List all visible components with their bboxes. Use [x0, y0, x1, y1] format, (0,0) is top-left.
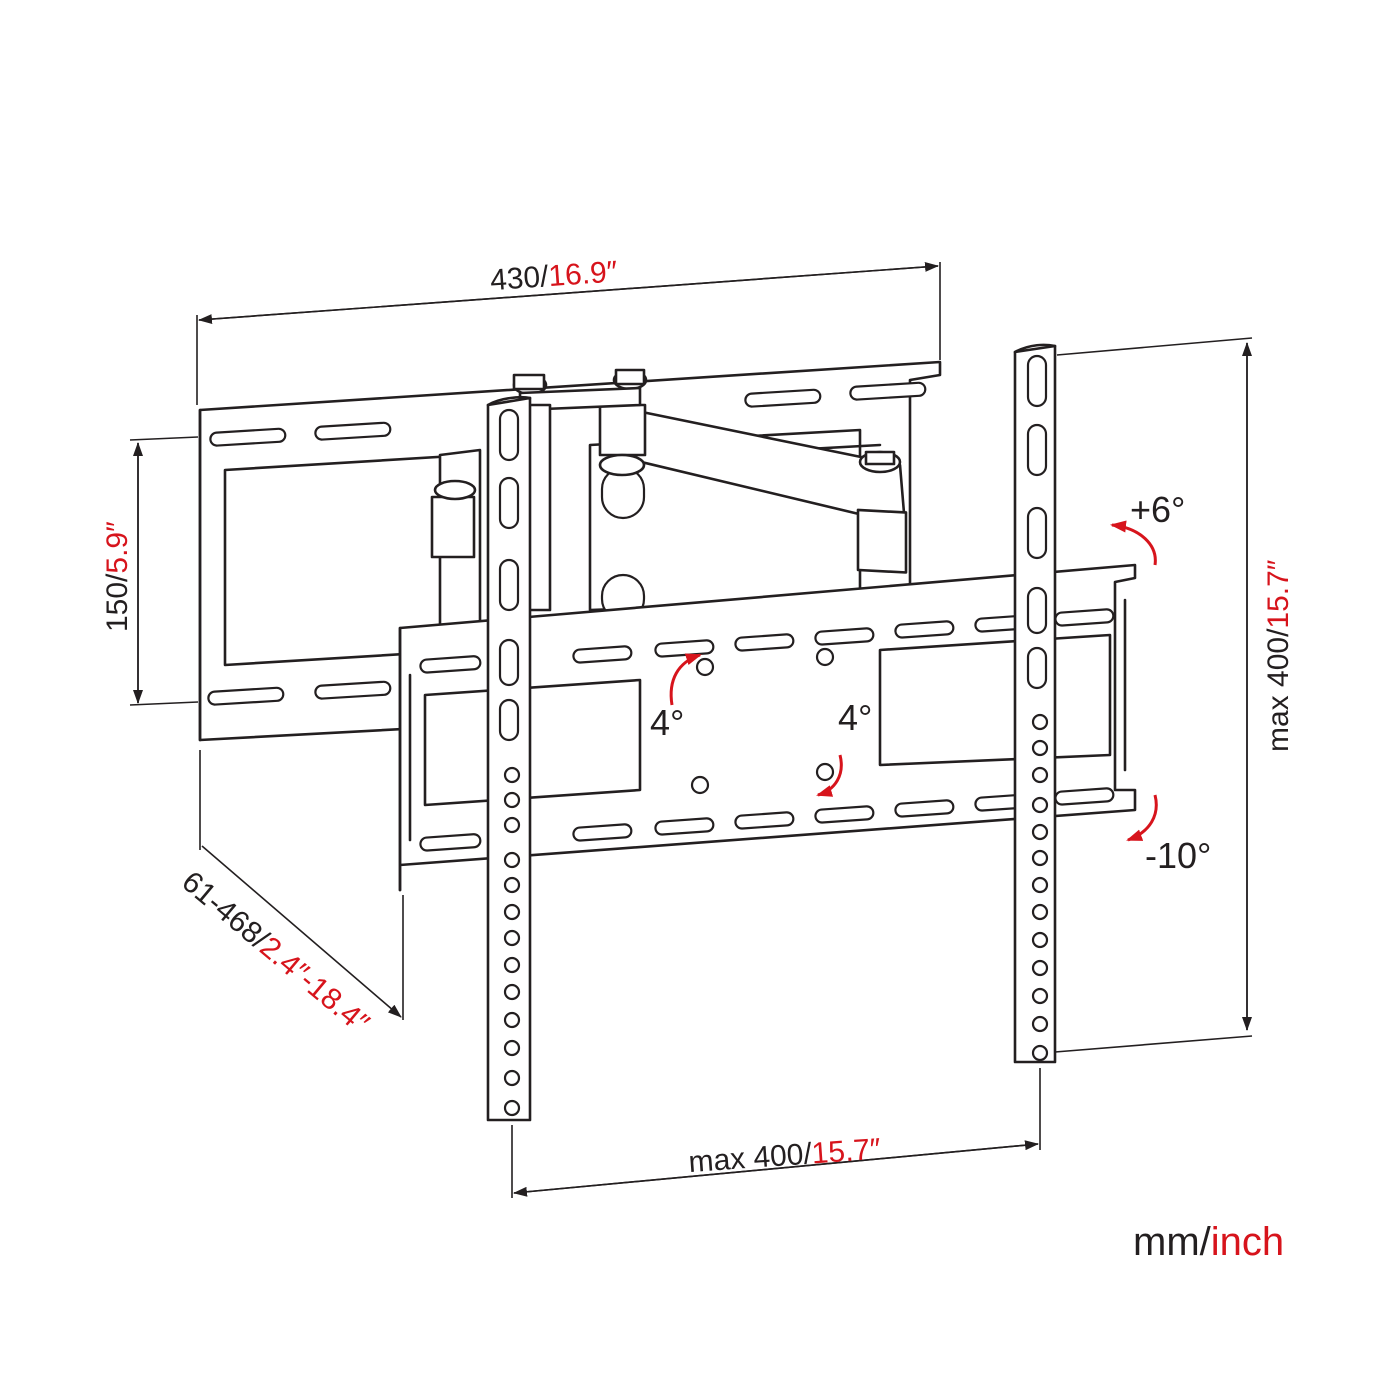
tilt-down-label: -10°: [1145, 835, 1211, 876]
tv-plate-bottom-slots: [419, 787, 1115, 852]
rotation-arrows: [669, 653, 843, 797]
level-adjustment-screws: [690, 647, 835, 795]
height-label: 150/5.9″: [101, 521, 134, 632]
tilt-arrows: [1110, 520, 1158, 842]
wall-plate-bottom-slots: [207, 680, 392, 706]
extension-label: 61-468/2.4″-18.4″: [176, 865, 376, 1040]
horizontal-spacing-label: max 400/15.7″: [687, 1133, 882, 1179]
pivot-bolts: [512, 368, 902, 477]
width-label: 430/16.9″: [489, 255, 619, 297]
rotation-left-label: 4°: [650, 702, 684, 743]
vertical-spacing-label: max 400/15.7″: [1262, 559, 1295, 752]
units-label: mm/inch: [1133, 1220, 1284, 1264]
dimension-lines: [129, 261, 1253, 1198]
tv-plate: [398, 563, 1137, 892]
rotation-right-label: 4°: [838, 697, 872, 738]
wall-plate-top-slots: [209, 381, 927, 447]
tilt-up-label: +6°: [1130, 489, 1185, 530]
tv-bracket-right: [1013, 343, 1057, 1064]
tv-bracket-left: [486, 395, 532, 1122]
